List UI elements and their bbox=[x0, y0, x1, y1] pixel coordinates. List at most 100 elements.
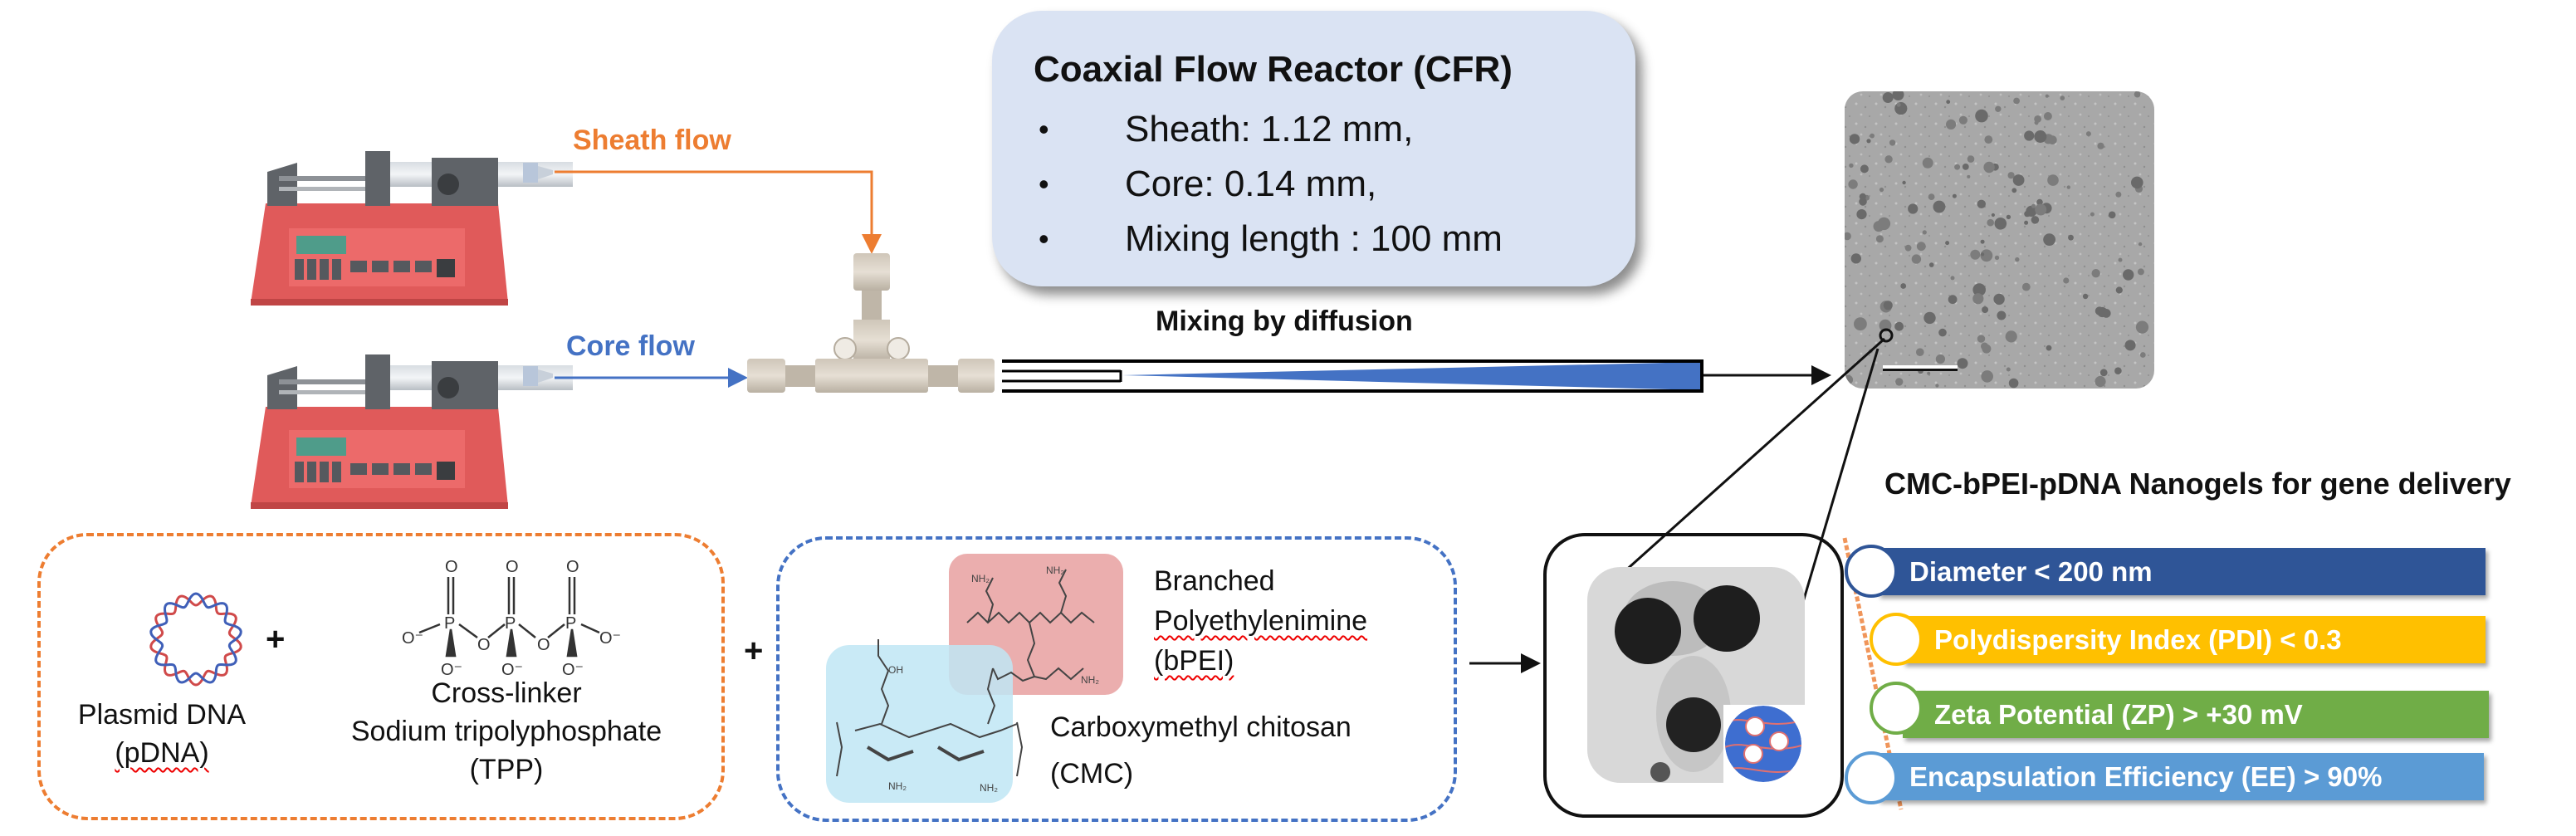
tem-particle bbox=[1994, 218, 2007, 230]
tem-particle bbox=[2013, 97, 2021, 105]
sheath-flow-label: Sheath flow bbox=[573, 125, 731, 156]
tpp-atom-label: O⁻ bbox=[441, 661, 463, 679]
tem-particle bbox=[1975, 109, 1988, 123]
tem-particle bbox=[2046, 345, 2052, 351]
tem-particle bbox=[1870, 133, 1875, 139]
tem-particle bbox=[1923, 311, 1936, 325]
cmc-highlight bbox=[826, 645, 1013, 803]
tem-particle bbox=[1981, 252, 1985, 257]
cfr-spec-mixing-length: •Mixing length : 100 mm bbox=[1034, 212, 1503, 266]
tem-particle bbox=[1922, 157, 1933, 169]
tem-particle bbox=[1977, 199, 1986, 208]
tem-particle bbox=[2031, 203, 2036, 208]
bullet-icon: • bbox=[1039, 112, 1049, 146]
tem-particle bbox=[2007, 172, 2015, 179]
nanogel-frame bbox=[1543, 533, 1844, 818]
tem-particle bbox=[2005, 330, 2017, 343]
property-zeta-potential: Zeta Potential (ZP) > +30 mV bbox=[1903, 691, 2489, 738]
tem-particle bbox=[1845, 232, 1851, 241]
tem-particle bbox=[1873, 221, 1884, 232]
tem-particle bbox=[1982, 306, 1989, 314]
tem-particle bbox=[1962, 164, 1969, 170]
tem-particle bbox=[1991, 213, 1995, 218]
tee-fitting bbox=[747, 253, 995, 393]
oh-atom-label: OH bbox=[888, 664, 903, 676]
tem-particle bbox=[2060, 95, 2065, 100]
tpp-atom-label: O bbox=[537, 636, 550, 654]
tem-particle bbox=[1894, 321, 1904, 331]
tem-particle bbox=[2006, 367, 2011, 372]
tem-particle bbox=[2011, 188, 2017, 193]
tem-particle bbox=[1980, 249, 1993, 262]
tem-particle bbox=[2108, 211, 2116, 219]
tem-particle bbox=[2091, 269, 2100, 278]
pdna-label: Plasmid DNA (pDNA) bbox=[77, 699, 247, 769]
core-flow-label: Core flow bbox=[566, 330, 695, 362]
mixing-label: Mixing by diffusion bbox=[1156, 306, 1413, 337]
tem-particle bbox=[2034, 130, 2047, 143]
plasmid-dna-icon bbox=[149, 592, 242, 687]
tem-particle bbox=[1972, 283, 1986, 296]
tem-particle bbox=[1980, 239, 1985, 244]
tem-particle bbox=[2034, 120, 2039, 125]
tem-particle bbox=[2095, 375, 2106, 388]
tpp-atom-label: P bbox=[565, 614, 577, 633]
cfr-spec-core: •Core: 0.14 mm, bbox=[1034, 157, 1503, 212]
tem-particle bbox=[1896, 102, 1901, 107]
tem-particle bbox=[2026, 205, 2037, 217]
tem-particle bbox=[1972, 293, 1984, 305]
tem-particle bbox=[1859, 198, 1867, 206]
tem-particle bbox=[1879, 319, 1892, 332]
syringe-pump-sheath bbox=[251, 151, 573, 306]
property-marker-circle bbox=[1870, 613, 1923, 666]
tem-particle bbox=[1860, 164, 1869, 174]
tem-particle bbox=[2114, 367, 2122, 375]
tem-particle bbox=[2099, 369, 2108, 377]
tem-particle bbox=[1908, 203, 1919, 214]
reagent-panel-pdna-tpp bbox=[37, 533, 725, 820]
plus-sign: + bbox=[744, 633, 764, 669]
tem-particle bbox=[1854, 317, 1867, 331]
tpp-atom-label: O⁻ bbox=[599, 629, 622, 648]
tem-particle bbox=[1967, 174, 1971, 178]
bpei-label: Branched Polyethylenimine (bPEI) bbox=[1154, 565, 1368, 677]
tem-particle bbox=[1984, 135, 1993, 144]
tem-particle bbox=[2031, 216, 2040, 224]
cfr-title: Coaxial Flow Reactor (CFR) bbox=[1034, 49, 1513, 90]
tem-particle bbox=[1938, 328, 1947, 337]
tem-particle bbox=[2137, 268, 2144, 276]
tem-particle bbox=[1889, 139, 1896, 146]
tem-particle bbox=[1928, 262, 1934, 267]
tem-particle bbox=[1900, 283, 1907, 289]
tem-particle bbox=[1933, 200, 1946, 213]
tem-particle bbox=[1882, 92, 1894, 103]
property-marker-circle bbox=[1870, 682, 1923, 735]
tem-particle bbox=[2115, 191, 2122, 198]
tem-particle bbox=[1849, 163, 1854, 169]
nh2-atom-label: NH₂ bbox=[980, 782, 998, 794]
tem-particle bbox=[1892, 91, 1904, 100]
tpp-atom-label: O bbox=[566, 558, 579, 576]
tem-particle bbox=[2045, 94, 2049, 98]
nanogel-properties-title: CMC-bPEI-pDNA Nanogels for gene delivery bbox=[1884, 467, 2511, 501]
tem-particle bbox=[2115, 286, 2123, 294]
tem-particle bbox=[1995, 105, 2002, 112]
tpp-atom-label: O⁻ bbox=[562, 661, 584, 679]
cfr-spec-sheath: •Sheath: 1.12 mm, bbox=[1034, 102, 1503, 157]
tem-particle bbox=[1948, 295, 1958, 305]
tem-particle bbox=[2043, 112, 2052, 120]
tem-particle bbox=[1922, 230, 1927, 235]
tem-particle bbox=[1928, 193, 1935, 201]
tem-particle bbox=[1866, 139, 1871, 144]
nanogel-schematic-icon bbox=[1723, 705, 1806, 783]
nh2-atom-label: NH₂ bbox=[971, 573, 990, 584]
tpp-atom-label: O bbox=[506, 558, 519, 576]
tem-particle bbox=[2024, 130, 2035, 141]
tpp-atom-label: O⁻ bbox=[402, 629, 424, 648]
plus-sign: + bbox=[266, 621, 286, 658]
tem-particle bbox=[1983, 161, 1995, 174]
tem-particle bbox=[1916, 242, 1926, 252]
reagent-panel-cmc-bpei bbox=[776, 536, 1457, 822]
property-diameter: Diameter < 200 nm bbox=[1878, 548, 2486, 595]
tem-micrograph bbox=[1845, 91, 2154, 389]
